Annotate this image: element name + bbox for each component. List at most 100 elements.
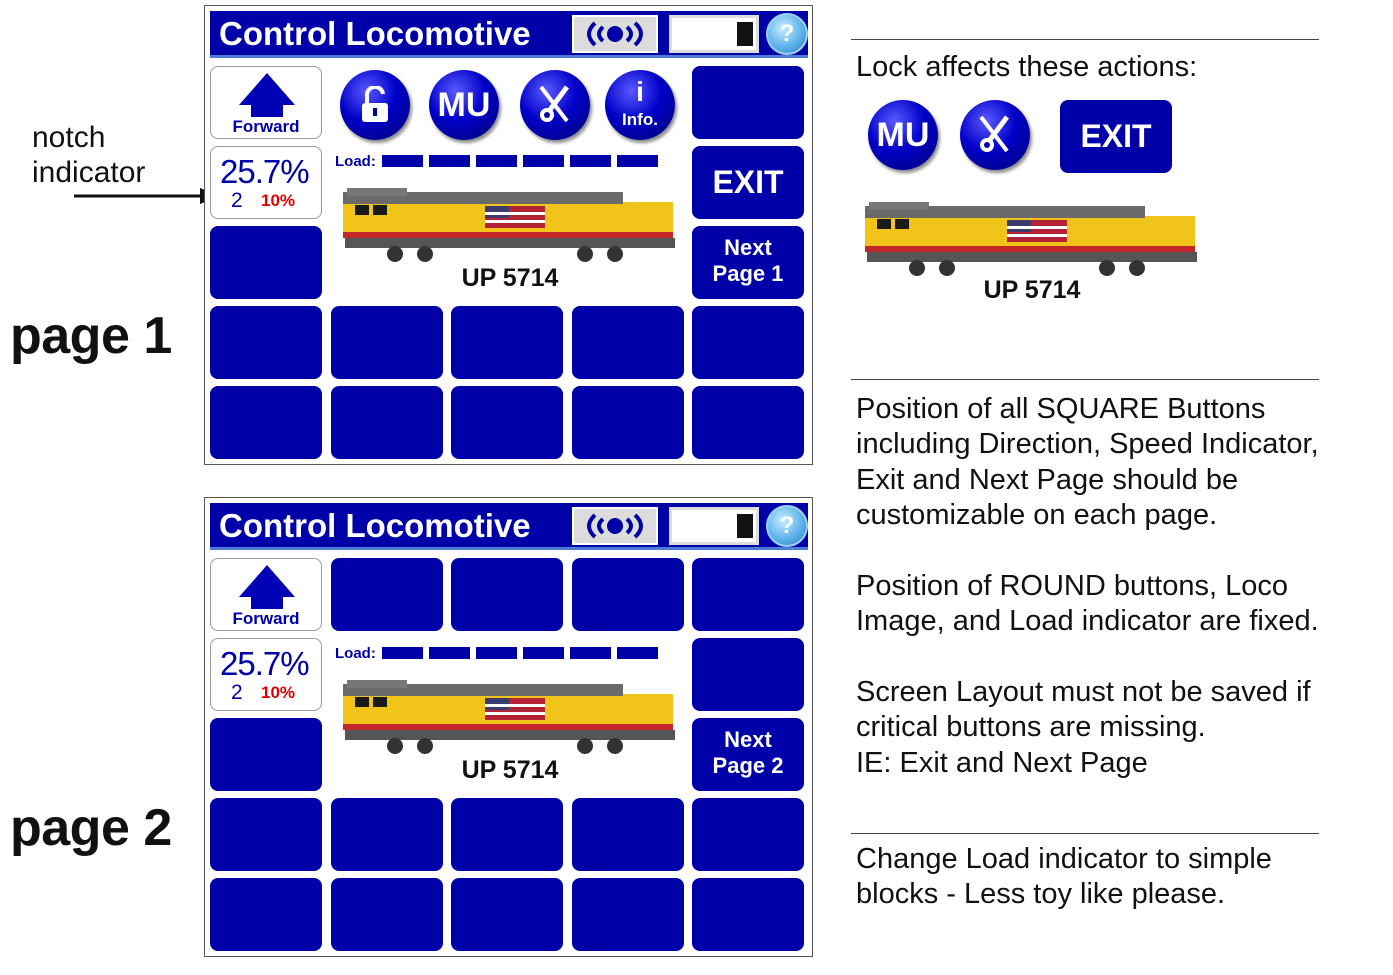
loco-name: UP 5714 — [461, 264, 559, 292]
square-button-empty[interactable] — [572, 558, 684, 631]
battery-icon — [668, 14, 760, 54]
divider — [851, 833, 1319, 834]
radio-signal-icon[interactable] — [572, 15, 658, 53]
square-button-empty[interactable] — [210, 798, 322, 871]
next-line1: Next — [724, 727, 772, 752]
exit-button[interactable]: EXIT — [692, 146, 804, 219]
square-button-empty[interactable] — [572, 386, 684, 459]
speed-indicator[interactable]: 25.7% 2 10% — [210, 146, 322, 219]
load-block — [381, 647, 423, 659]
speed-percent: 25.7% — [220, 645, 310, 682]
help-icon[interactable]: ? — [766, 505, 808, 547]
square-button-empty[interactable] — [210, 878, 322, 951]
load-block — [569, 155, 611, 167]
next-page-button[interactable]: Next Page 1 — [692, 226, 804, 299]
direction-button[interactable]: Forward — [210, 66, 322, 139]
load-note-line: blocks - Less toy like please. — [856, 878, 1226, 911]
load-block — [616, 647, 658, 659]
next-line2: Page 2 — [712, 753, 784, 778]
title-bar: Control Locomotive ? — [210, 11, 808, 58]
help-icon[interactable]: ? — [766, 13, 808, 55]
round-note: Position of ROUND buttons, Loco Image, a… — [856, 569, 1319, 640]
screen-page-2: Control Locomotive ? Forward 25.7% 2 10%… — [204, 497, 813, 957]
info-label: Info. — [622, 110, 658, 129]
square-button-empty[interactable] — [451, 306, 563, 379]
grade-value: 10% — [261, 683, 296, 702]
square-button-empty[interactable] — [451, 798, 563, 871]
wrench-screwdriver-icon — [539, 85, 569, 123]
square-button-empty[interactable] — [692, 878, 804, 951]
forward-arrow-icon — [239, 73, 295, 117]
square-button-empty[interactable] — [331, 558, 443, 631]
layout-note-line: customizable on each page. — [856, 498, 1218, 531]
square-button-empty[interactable] — [572, 798, 684, 871]
lock-note-title: Lock affects these actions: — [856, 51, 1198, 83]
next-line2: Page 1 — [712, 261, 784, 286]
square-button-empty[interactable] — [572, 306, 684, 379]
square-button-empty[interactable] — [451, 878, 563, 951]
save-note-line: IE: Exit and Next Page — [856, 746, 1148, 779]
square-button-empty[interactable] — [210, 226, 322, 299]
lock-exit-button: EXIT — [1060, 100, 1172, 173]
direction-label: Forward — [232, 117, 300, 136]
square-button-empty[interactable] — [210, 306, 322, 379]
mu-button[interactable]: MU — [429, 70, 499, 140]
square-button-empty[interactable] — [692, 306, 804, 379]
load-note-line: Change Load indicator to simple — [856, 843, 1272, 875]
load-note: Change Load indicator to simple blocks -… — [856, 842, 1272, 913]
locomotive-image — [865, 202, 1197, 276]
square-button-empty[interactable] — [692, 66, 804, 139]
forward-arrow-icon — [239, 565, 295, 609]
battery-icon — [668, 506, 760, 546]
unlock-button[interactable] — [340, 70, 410, 140]
page1-label: page 1 — [10, 307, 172, 365]
info-button[interactable]: i Info. — [605, 70, 675, 140]
screen-title: Control Locomotive — [219, 507, 531, 544]
radio-signal-icon[interactable] — [572, 507, 658, 545]
arrow-icon — [74, 188, 220, 204]
save-note-line: critical buttons are missing. — [856, 711, 1206, 744]
screen-title: Control Locomotive — [219, 15, 531, 52]
load-indicator: Load: — [335, 152, 664, 170]
square-button-empty[interactable] — [331, 798, 443, 871]
square-button-empty[interactable] — [692, 558, 804, 631]
square-button-empty[interactable] — [451, 386, 563, 459]
direction-label: Forward — [232, 609, 300, 628]
square-button-empty[interactable] — [692, 386, 804, 459]
unlock-icon — [362, 86, 388, 122]
lock-loco-name: UP 5714 — [983, 276, 1081, 304]
save-note: Screen Layout must not be saved if criti… — [856, 675, 1311, 781]
load-block — [475, 155, 517, 167]
layout-note-line: Position of all SQUARE Buttons — [856, 393, 1266, 425]
notch-value: 2 — [231, 681, 243, 704]
direction-button[interactable]: Forward — [210, 558, 322, 631]
layout-note-line: including Direction, Speed Indicator, — [856, 428, 1319, 461]
next-line1: Next — [724, 235, 772, 260]
page2-label: page 2 — [10, 799, 172, 857]
square-button-empty[interactable] — [451, 558, 563, 631]
round-note-line: Image, and Load indicator are fixed. — [856, 605, 1319, 638]
wrench-screwdriver-icon — [979, 115, 1009, 153]
square-button-empty[interactable] — [692, 638, 804, 711]
square-button-empty[interactable] — [572, 878, 684, 951]
square-button-empty[interactable] — [331, 306, 443, 379]
load-block — [428, 155, 470, 167]
lock-mu-button: MU — [868, 100, 938, 170]
notch-label-line2: indicator — [32, 156, 146, 189]
locomotive-image — [343, 680, 675, 754]
speed-percent: 25.7% — [220, 153, 310, 190]
speed-indicator[interactable]: 25.7% 2 10% — [210, 638, 322, 711]
load-block — [522, 155, 564, 167]
load-block — [569, 647, 611, 659]
next-page-button[interactable]: Next Page 2 — [692, 718, 804, 791]
square-button-empty[interactable] — [331, 878, 443, 951]
square-button-empty[interactable] — [331, 386, 443, 459]
layout-note-line: Exit and Next Page should be — [856, 463, 1239, 496]
tools-button[interactable] — [520, 70, 590, 140]
square-button-empty[interactable] — [692, 798, 804, 871]
load-block — [616, 155, 658, 167]
info-glyph: i — [636, 76, 644, 107]
square-button-empty[interactable] — [210, 386, 322, 459]
load-block — [475, 647, 517, 659]
square-button-empty[interactable] — [210, 718, 322, 791]
